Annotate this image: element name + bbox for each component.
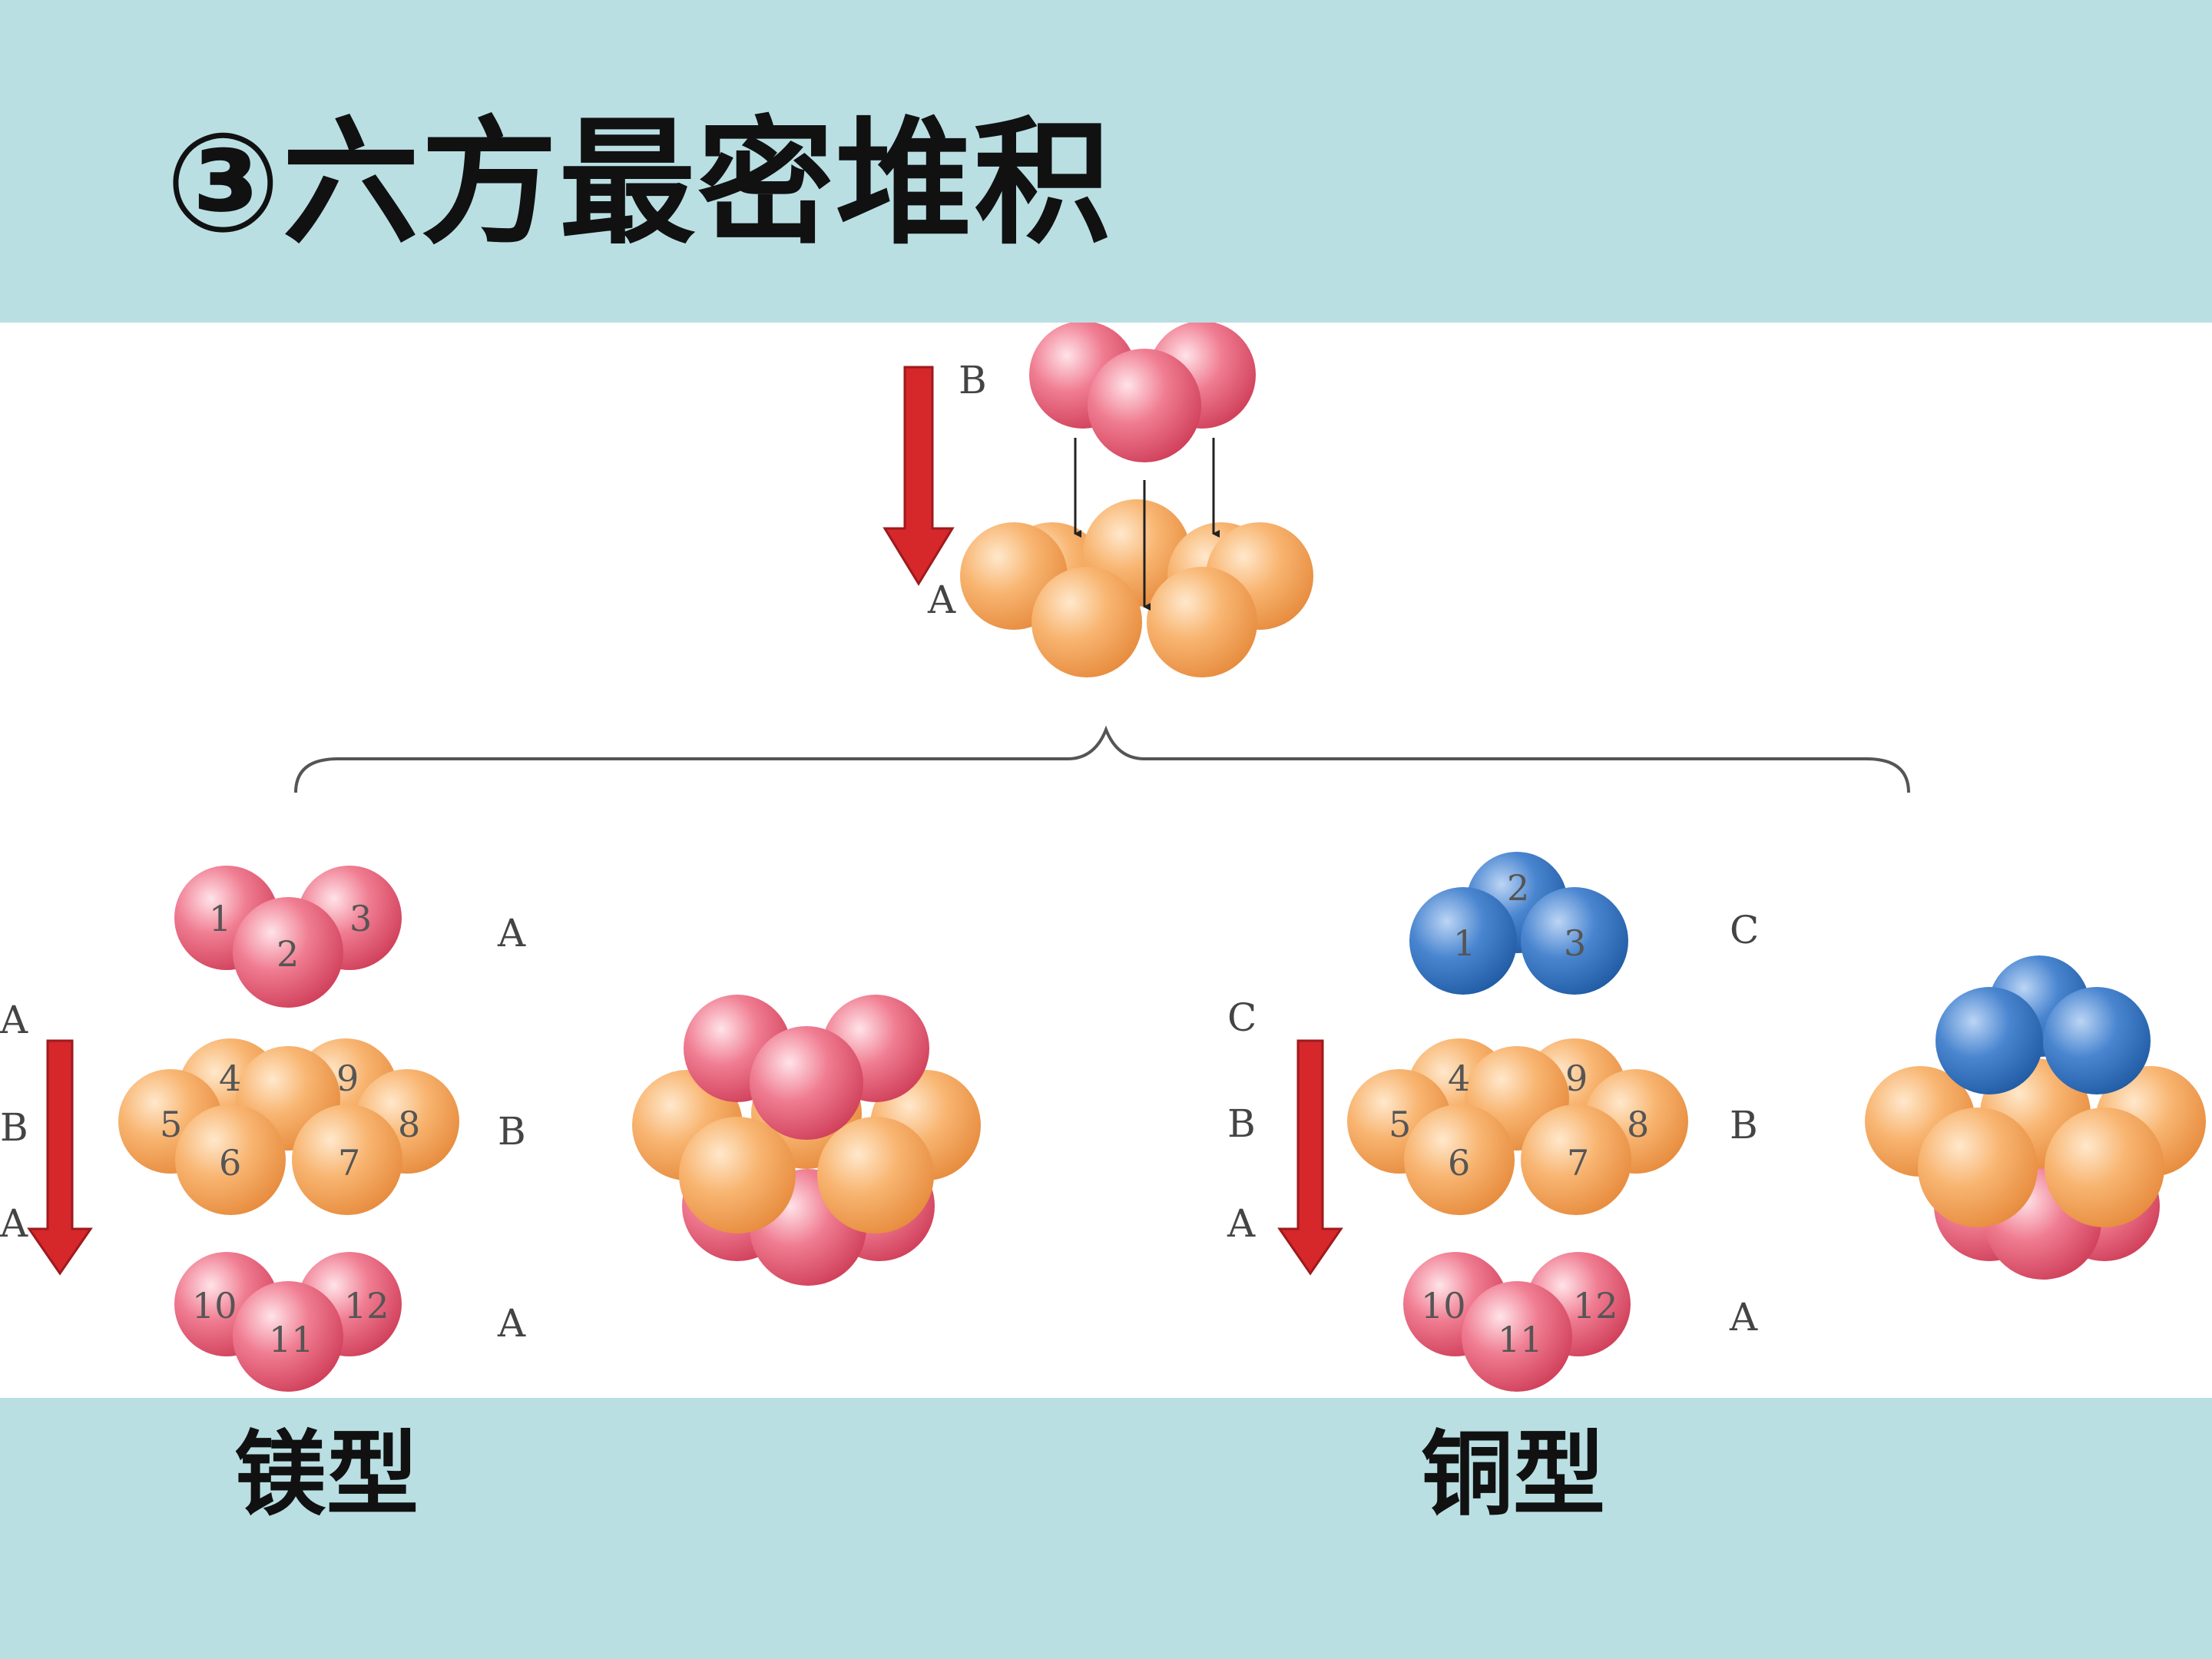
- mg-structure: A B A 1 2 3 4: [0, 866, 981, 1392]
- top-assembly: B A: [882, 323, 1313, 677]
- svg-text:5: 5: [160, 1104, 182, 1145]
- svg-text:6: 6: [219, 1142, 241, 1184]
- cu-layer-label-mid: B: [1730, 1103, 1758, 1147]
- layer-label-a: A: [927, 578, 956, 622]
- mg-layer-label-bottom: A: [497, 1301, 526, 1346]
- svg-text:3: 3: [1564, 922, 1586, 964]
- cu-layer-middle: 4 9 5 8 6 7: [1347, 1038, 1688, 1215]
- layer-b-spheres: [1029, 323, 1256, 462]
- svg-text:9: 9: [336, 1058, 359, 1099]
- caption-cu-type: 铜型: [1421, 1420, 1605, 1528]
- svg-text:1: 1: [209, 898, 231, 939]
- mg-assembled: [632, 995, 981, 1286]
- svg-text:1: 1: [1453, 922, 1475, 964]
- diagram-panel: B A: [0, 323, 2212, 1398]
- svg-text:11: 11: [269, 1319, 314, 1360]
- svg-text:10: 10: [192, 1285, 237, 1326]
- svg-text:6: 6: [1448, 1142, 1470, 1184]
- mg-layer-bottom: 10 11 12: [174, 1252, 402, 1392]
- svg-text:2: 2: [276, 933, 299, 975]
- svg-text:8: 8: [1627, 1104, 1649, 1145]
- branch-brace: [294, 725, 1910, 793]
- cu-arrow-label-a: A: [1227, 1201, 1256, 1246]
- cu-assembled: [1865, 955, 2206, 1280]
- close-packing-diagram: B A: [0, 323, 2206, 1392]
- cu-arrow-label-c: C: [1227, 995, 1257, 1040]
- svg-text:10: 10: [1421, 1285, 1466, 1326]
- svg-text:4: 4: [1448, 1058, 1470, 1099]
- cu-red-arrow-icon: [1277, 1039, 1343, 1276]
- mg-layer-label-top: A: [497, 911, 526, 955]
- svg-text:12: 12: [1573, 1285, 1618, 1326]
- red-arrow-icon: [882, 366, 955, 586]
- page-title: ③六方最密堆积: [165, 104, 1112, 263]
- svg-text:9: 9: [1565, 1058, 1588, 1099]
- svg-text:4: 4: [219, 1058, 241, 1099]
- layer-label-b: B: [959, 358, 987, 402]
- svg-text:3: 3: [349, 898, 372, 939]
- caption-mg-type: 镁型: [234, 1420, 419, 1528]
- mg-layer-middle: 4 9 5 8 6 7: [118, 1038, 459, 1215]
- svg-text:2: 2: [1507, 867, 1529, 909]
- svg-text:7: 7: [1567, 1142, 1589, 1184]
- cu-structure: C B A 2 1 3 4: [1227, 852, 2206, 1392]
- mg-arrow-label-b: B: [0, 1105, 28, 1150]
- mg-layer-top: 1 2 3: [174, 866, 402, 1008]
- svg-text:7: 7: [338, 1142, 360, 1184]
- mg-arrow-label-a-top: A: [0, 998, 28, 1042]
- mg-layer-label-mid: B: [498, 1109, 526, 1154]
- svg-text:12: 12: [344, 1285, 389, 1326]
- cu-arrow-label-b: B: [1227, 1101, 1256, 1146]
- cu-layer-top: 2 1 3: [1409, 852, 1628, 995]
- cu-layer-bottom: 10 11 12: [1403, 1252, 1631, 1392]
- mg-arrow-label-a-bottom: A: [0, 1201, 28, 1246]
- mg-red-arrow-icon: [27, 1039, 93, 1276]
- svg-text:5: 5: [1389, 1104, 1411, 1145]
- svg-text:8: 8: [398, 1104, 420, 1145]
- cu-layer-label-top: C: [1730, 908, 1759, 952]
- cu-layer-label-bottom: A: [1729, 1295, 1758, 1339]
- layer-a-spheres: [960, 499, 1313, 677]
- svg-text:11: 11: [1498, 1319, 1543, 1360]
